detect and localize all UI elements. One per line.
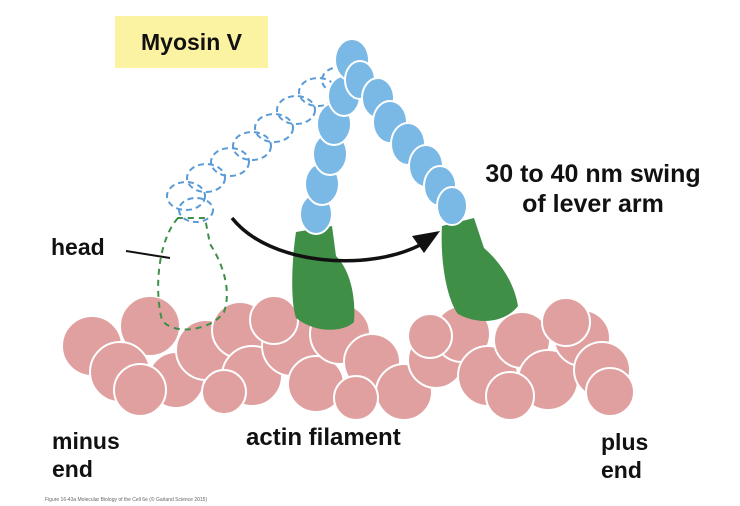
prior-head-outline [157, 217, 228, 331]
actin-filament-label: actin filament [246, 424, 401, 451]
plus-end-line2: end [601, 456, 642, 483]
swing-arrow [230, 216, 423, 263]
actin-filament [61, 295, 635, 421]
head-label: head [51, 234, 105, 260]
prior-lever-segment [166, 181, 206, 211]
lever-arm [299, 38, 468, 235]
plus-end-line1: plus [601, 429, 649, 455]
actin-subunit [201, 369, 247, 415]
swing-label-line2: of lever arm [522, 190, 664, 218]
prior-lever-segment [178, 197, 214, 223]
swing-arrowhead [412, 231, 440, 253]
actin-subunit [407, 313, 453, 359]
actin-subunit [249, 295, 299, 345]
prior-lever-segment [186, 163, 226, 193]
prior-lever-segment [254, 113, 294, 143]
actin-subunit [113, 363, 167, 417]
head-pointer-line [125, 250, 171, 259]
prior-lever-segment [210, 147, 250, 177]
figure-credit: Figure 16-43a Molecular Biology of the C… [45, 497, 208, 503]
actin-subunit [541, 297, 591, 347]
title-box: Myosin V [115, 16, 268, 68]
minus-end-label: minus end [52, 428, 120, 483]
plus-end-label: plus end [601, 429, 648, 484]
prior-lever-segment [276, 95, 316, 125]
actin-subunit [585, 367, 635, 417]
diagram-title: Myosin V [141, 28, 242, 55]
minus-end-line2: end [52, 455, 93, 482]
swing-label-line1: 30 to 40 nm swing [485, 160, 701, 188]
actin-subunit [333, 375, 379, 421]
prior-lever-segment [232, 131, 272, 161]
swing-label: 30 to 40 nm swing of lever arm [468, 159, 718, 219]
lever-segment [436, 186, 468, 226]
leading-head [441, 218, 518, 321]
minus-end-line1: minus [52, 428, 120, 454]
trailing-head [292, 226, 355, 330]
actin-subunit [485, 371, 535, 421]
actin-subunit [119, 295, 181, 357]
